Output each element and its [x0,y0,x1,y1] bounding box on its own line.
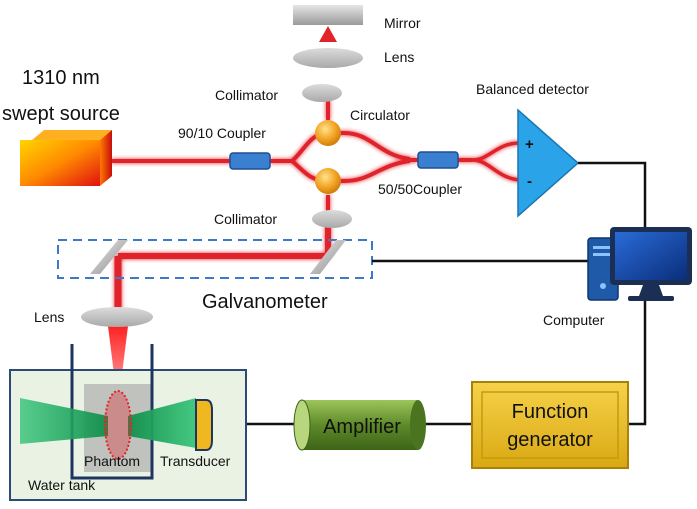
balanced-detector [517,108,580,218]
wire-computer-to-function-generator [628,296,647,426]
phantom-label: Phantom [84,453,140,469]
amplifier-body [302,400,418,450]
source-top-face [32,130,112,140]
galvanometer-label: Galvanometer [202,291,328,313]
galvo-mirror-left [90,240,128,274]
coupler-90-10-label: 90/10 Coupler [178,125,266,141]
fiber-lower-arm [290,159,411,183]
fiber-detector-minus [471,158,521,182]
circulator-upper [315,120,341,146]
mirror-label: Mirror [384,15,421,31]
galvo-mirror-right [310,240,346,274]
detector-minus-sign: - [527,173,532,190]
function-generator-inner-bevel [481,391,619,459]
coupler-50-50 [417,151,459,169]
source-front-face [20,140,100,186]
circulator-label: Circulator [350,107,410,123]
source-side-face [100,130,112,186]
computer-icon [587,227,692,301]
lens-top-label: Lens [384,49,414,65]
focal-region-outline [104,390,132,460]
electrical-wires [212,161,647,426]
transducer [195,399,213,451]
transducer-label: Transducer [160,453,231,469]
collimator-top-label: Collimator [215,87,278,103]
amplifier-left-cap [293,399,311,451]
amplifier-right-cap [410,400,426,450]
computer-screen [615,232,687,280]
collimator-bottom-label: Collimator [214,211,277,227]
reference-lens [293,48,363,68]
wire-detector-to-computer [578,161,647,228]
lens-left-label: Lens [34,309,64,325]
amplifier [293,399,426,451]
circulator-lower [315,168,341,194]
reference-mirror [293,5,363,25]
source-name-label: swept source [2,103,120,125]
computer-label: Computer [543,312,605,328]
top-collimator [302,84,342,102]
bottom-collimator [312,210,352,228]
detector-plus-sign: + [525,136,534,153]
fiber-detector-plus [471,141,521,162]
focal-region [105,391,131,459]
function-generator [471,381,629,469]
galvanometer-box [57,239,373,279]
fiber-upper-arm [290,131,411,163]
coupler-90-10 [229,152,271,170]
focused-beam [108,326,128,390]
swept-source [20,130,112,186]
balanced-detector-label: Balanced detector [476,81,589,97]
function-generator-label-line2: generator [507,429,593,451]
ultrasound-beam-left [20,398,108,444]
source-wavelength-label: 1310 nm [22,67,100,89]
ultrasound-beam-right [128,398,196,448]
reference-beam-arrow [319,26,337,42]
coupler-50-50-label: 50/50Coupler [378,181,462,197]
amplifier-label: Amplifier [323,416,401,438]
objective-lens [81,307,153,327]
water-tank-label: Water tank [28,477,96,493]
function-generator-label-line1: Function [512,401,589,423]
